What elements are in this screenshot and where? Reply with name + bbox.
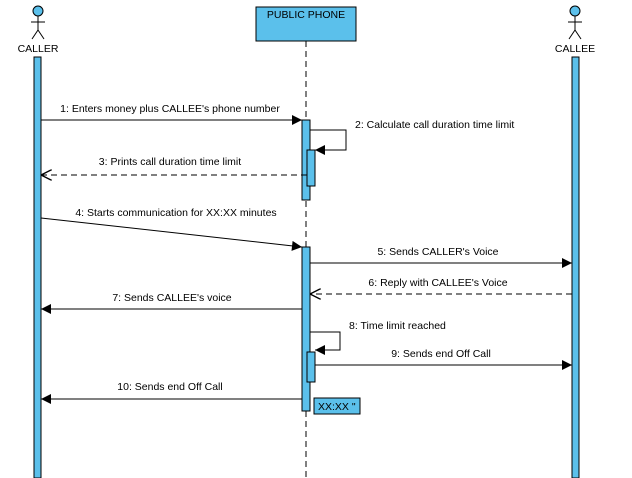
timer-note-box [313, 397, 361, 415]
message-8: 8: Time limit reached [310, 320, 446, 355]
message-8-arrow [310, 331, 341, 355]
callee-name: CALLEE [555, 43, 595, 55]
message-6: 6: Reply with CALLEE's Voice [310, 277, 572, 294]
message-7-label: 7: Sends CALLEE's voice [112, 292, 231, 304]
caller-lifeline-bar [33, 56, 42, 478]
message-7: 7: Sends CALLEE's voice [41, 292, 302, 314]
message-6-label: 6: Reply with CALLEE's Voice [368, 277, 507, 289]
message-3: 3: Prints call duration time limit [41, 156, 307, 175]
caller-name: CALLER [18, 43, 59, 55]
activation-bar-nested-1 [306, 149, 316, 187]
message-5-label: 5: Sends CALLER's Voice [377, 246, 498, 258]
message-1: 1: Enters money plus CALLEE's phone numb… [41, 103, 302, 125]
message-9: 9: Sends end Off Call [315, 348, 572, 370]
public-phone-box [255, 6, 357, 42]
timer-note: XX:XX " [313, 397, 361, 415]
callee-stick-figure-icon [568, 5, 582, 40]
public-phone-name: PUBLIC PHONE [267, 9, 345, 21]
message-2: 2: Calculate call duration time limit [310, 119, 514, 155]
callee-actor: CALLEE [555, 5, 595, 55]
message-8-label: 8: Time limit reached [349, 320, 446, 332]
message-2-label: 2: Calculate call duration time limit [355, 119, 514, 131]
public-phone-object: PUBLIC PHONE [255, 6, 357, 42]
activation-bar-nested-2 [306, 351, 316, 383]
message-4: 4: Starts communication for XX:XX minute… [40, 207, 303, 251]
message-1-label: 1: Enters money plus CALLEE's phone numb… [60, 103, 280, 115]
caller-actor: CALLER [18, 5, 59, 55]
message-2-arrow [310, 129, 347, 155]
message-4-label: 4: Starts communication for XX:XX minute… [75, 207, 276, 219]
message-5: 5: Sends CALLER's Voice [310, 246, 572, 268]
timer-note-text: XX:XX " [318, 401, 356, 413]
message-10: 10: Sends end Off Call [41, 381, 302, 404]
message-10-label: 10: Sends end Off Call [117, 381, 222, 393]
message-3-label: 3: Prints call duration time limit [99, 156, 241, 168]
callee-lifeline-bar [571, 56, 580, 478]
message-9-label: 9: Sends end Off Call [391, 348, 491, 360]
caller-stick-figure-icon [31, 5, 45, 40]
activation-bar-2 [301, 246, 311, 412]
message-4-arrow [40, 217, 303, 251]
